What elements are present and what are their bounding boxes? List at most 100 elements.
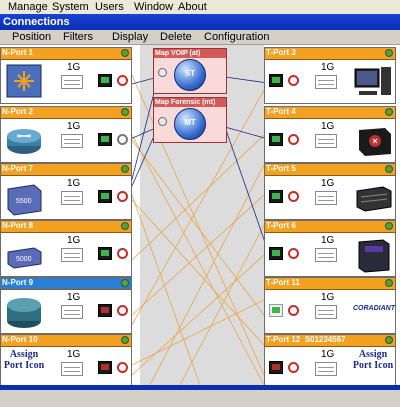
n-port-7[interactable]: N-Port 7 5500 1G bbox=[0, 163, 132, 220]
n-port-8[interactable]: N-Port 8 5000 1G bbox=[0, 220, 132, 277]
map-link-line bbox=[224, 126, 269, 252]
n-port-1[interactable]: N-Port 1 1G bbox=[0, 47, 132, 104]
globe-icon: MT bbox=[174, 108, 206, 140]
map-forensic[interactable]: Map Forensic (mt) MT bbox=[153, 97, 227, 143]
shield-icon[interactable] bbox=[117, 305, 128, 316]
toolbar: Position Filters Display Delete Configur… bbox=[0, 30, 400, 45]
connections-canvas[interactable]: Map VOIP (at) ST Map Forensic (mt) MT N-… bbox=[0, 45, 400, 385]
monitor-icon[interactable] bbox=[98, 133, 112, 146]
shield-icon[interactable] bbox=[288, 134, 299, 145]
link-line bbox=[131, 194, 201, 385]
port-speed: 1G bbox=[321, 62, 335, 73]
gear-icon[interactable] bbox=[121, 108, 129, 116]
plug-icon[interactable] bbox=[158, 68, 167, 77]
menu-system[interactable]: System bbox=[52, 1, 89, 13]
monitor-icon[interactable] bbox=[98, 74, 112, 87]
shield-icon[interactable] bbox=[288, 248, 299, 259]
port-speed: 1G bbox=[67, 292, 81, 303]
toolbar-position[interactable]: Position bbox=[12, 31, 52, 43]
port-label: T-Port 6 bbox=[266, 221, 296, 230]
port-label: N-Port 9 bbox=[2, 278, 34, 287]
toolbar-filters[interactable]: Filters bbox=[63, 31, 93, 43]
switch-5000-icon: 5000 bbox=[7, 247, 42, 269]
n-port-2[interactable]: N-Port 2 1G bbox=[0, 106, 132, 163]
link-line bbox=[131, 299, 265, 366]
port-speed: 1G bbox=[321, 235, 335, 246]
network-icon[interactable] bbox=[117, 134, 128, 145]
map-label: Map Forensic (mt) bbox=[155, 99, 216, 106]
switch-5500-icon: 5500 bbox=[7, 184, 42, 216]
shield-icon[interactable] bbox=[288, 191, 299, 202]
map-voip[interactable]: Map VOIP (at) ST bbox=[153, 48, 227, 94]
router-icon bbox=[6, 64, 42, 98]
gear-icon[interactable] bbox=[121, 279, 129, 287]
monitor-icon[interactable] bbox=[98, 247, 112, 260]
assign-port-icon-link[interactable]: Assign Port Icon bbox=[352, 349, 394, 371]
network-icon[interactable] bbox=[269, 304, 283, 317]
t-port-6[interactable]: T-Port 6 1G bbox=[264, 220, 396, 277]
monitor-icon[interactable] bbox=[269, 247, 283, 260]
toolbar-display[interactable]: Display bbox=[112, 31, 149, 43]
toolbar-delete[interactable]: Delete bbox=[160, 31, 192, 43]
cisco-router-icon bbox=[7, 129, 41, 154]
port-slots bbox=[61, 305, 83, 319]
gear-icon[interactable] bbox=[385, 279, 393, 287]
link-line bbox=[131, 194, 265, 316]
t-port-5[interactable]: T-Port 5 1G bbox=[264, 163, 396, 220]
shield-icon[interactable] bbox=[117, 191, 128, 202]
shield-icon[interactable] bbox=[288, 75, 299, 86]
monitor-icon[interactable] bbox=[269, 190, 283, 203]
monitor-disabled-icon[interactable] bbox=[269, 361, 283, 374]
t-port-4[interactable]: T-Port 4 1G bbox=[264, 106, 396, 163]
port-label: T-Port 5 bbox=[266, 164, 296, 173]
gear-icon[interactable] bbox=[385, 222, 393, 230]
gear-icon[interactable] bbox=[121, 165, 129, 173]
shield-icon[interactable] bbox=[117, 75, 128, 86]
map-link-line bbox=[224, 76, 269, 84]
shield-icon[interactable] bbox=[117, 248, 128, 259]
plug-icon[interactable] bbox=[158, 117, 167, 126]
assign-port-icon-link[interactable]: Assign Port Icon bbox=[3, 349, 45, 371]
gear-icon[interactable] bbox=[121, 49, 129, 57]
rack-server-icon bbox=[356, 186, 392, 212]
toolbar-configuration[interactable]: Configuration bbox=[204, 31, 270, 43]
port-label: T-Port 4 bbox=[266, 107, 296, 116]
monitor-disabled-icon[interactable] bbox=[98, 361, 112, 374]
menu-about[interactable]: About bbox=[178, 1, 207, 13]
port-label: N-Port 1 bbox=[2, 48, 34, 57]
n-port-9[interactable]: N-Port 9 1G bbox=[0, 277, 132, 334]
monitor-icon[interactable] bbox=[269, 74, 283, 87]
gear-icon[interactable] bbox=[121, 222, 129, 230]
shield-icon[interactable] bbox=[288, 362, 299, 373]
t-port-3[interactable]: T-Port 3 1G bbox=[264, 47, 396, 104]
t-port-11[interactable]: T-Port 11 1G CORADIANT bbox=[264, 277, 396, 334]
port-speed: 1G bbox=[321, 178, 335, 189]
shield-icon[interactable] bbox=[117, 362, 128, 373]
map-code: MT bbox=[184, 118, 196, 127]
link-line bbox=[179, 224, 265, 385]
port-speed: 1G bbox=[67, 235, 81, 246]
port-slots bbox=[61, 134, 83, 148]
link-line bbox=[131, 134, 265, 261]
monitor-disabled-icon[interactable] bbox=[98, 304, 112, 317]
appliance-icon bbox=[359, 128, 391, 156]
gear-icon[interactable] bbox=[385, 108, 393, 116]
map-link-line bbox=[127, 76, 159, 196]
menu-window[interactable]: Window bbox=[134, 1, 174, 13]
gear-icon[interactable] bbox=[385, 165, 393, 173]
monitor-icon[interactable] bbox=[98, 190, 112, 203]
monitor-icon[interactable] bbox=[269, 133, 283, 146]
menu-manage[interactable]: Manage bbox=[8, 1, 48, 13]
gear-icon[interactable] bbox=[121, 336, 129, 344]
menu-users[interactable]: Users bbox=[95, 1, 124, 13]
t-port-12[interactable]: T-Port 12 S01234567 1G Assign Port Icon bbox=[264, 334, 396, 385]
port-speed: 1G bbox=[67, 349, 81, 360]
gear-icon[interactable] bbox=[385, 336, 393, 344]
port-speed: 1G bbox=[321, 121, 335, 132]
globe-icon: ST bbox=[174, 59, 206, 91]
port-slots bbox=[315, 134, 337, 148]
n-port-10[interactable]: N-Port 10 Assign Port Icon 1G bbox=[0, 334, 132, 385]
link-line bbox=[131, 134, 265, 385]
shield-icon[interactable] bbox=[288, 305, 299, 316]
gear-icon[interactable] bbox=[385, 49, 393, 57]
